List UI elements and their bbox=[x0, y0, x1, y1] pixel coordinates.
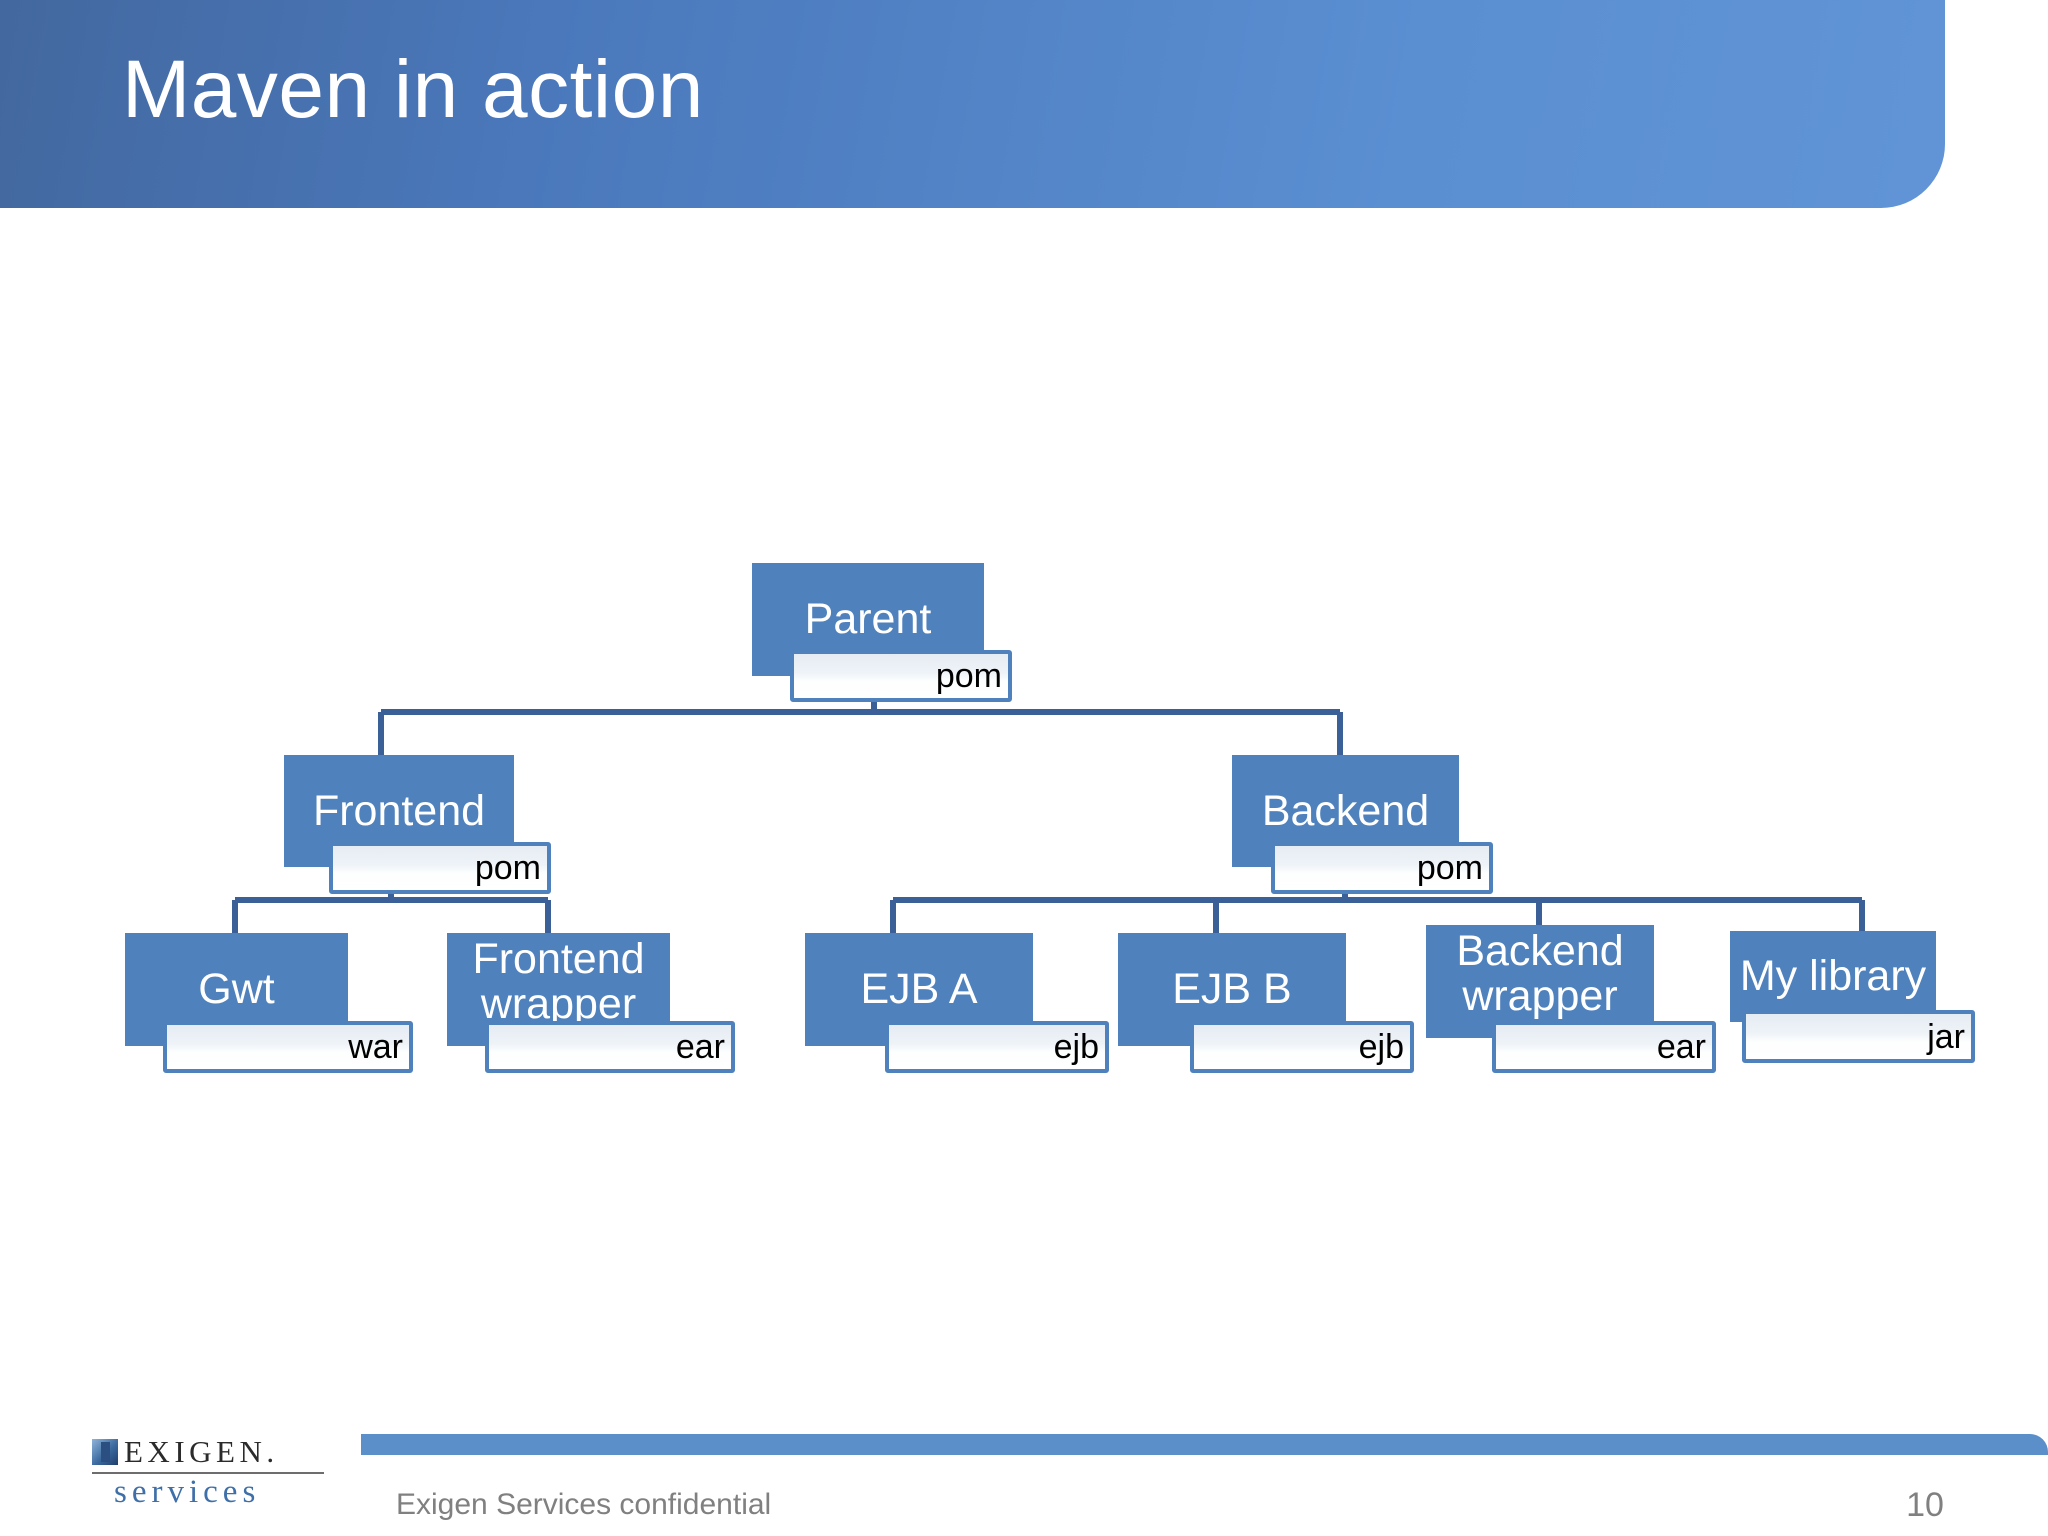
logo-divider bbox=[92, 1472, 324, 1474]
node-frontend-box: Frontend bbox=[284, 755, 514, 867]
node-my-library-packaging-label: jar bbox=[1927, 1017, 1965, 1056]
node-backend-packaging-label: pom bbox=[1416, 849, 1483, 887]
node-backend-label: Backend bbox=[1261, 786, 1430, 835]
node-my-library-box: My library bbox=[1730, 931, 1936, 1022]
logo-top-row: EXIGEN. bbox=[92, 1434, 279, 1470]
node-frontend-wrapper-packaging-label: ear bbox=[675, 1028, 725, 1066]
node-backend-wrapper-label: Backend wrapper bbox=[1456, 927, 1624, 1020]
page-title: Maven in action bbox=[122, 44, 704, 135]
footer-accent-bar bbox=[361, 1434, 2048, 1455]
node-ejb-b-label: EJB B bbox=[1172, 965, 1292, 1014]
node-gwt-packaging-box: war bbox=[163, 1021, 413, 1073]
node-ejb-a-label: EJB A bbox=[860, 965, 978, 1014]
node-parent-packaging-label: pom bbox=[935, 657, 1002, 695]
logo-word-services: services bbox=[114, 1474, 261, 1510]
logo-word-exigen: EXIGEN. bbox=[124, 1434, 279, 1469]
node-my-library-label: My library bbox=[1739, 952, 1927, 1001]
node-my-library-packaging-box: jar bbox=[1742, 1010, 1975, 1063]
node-parent-packaging-box: pom bbox=[790, 650, 1012, 702]
node-frontend-label: Frontend bbox=[312, 786, 486, 835]
page-number: 10 bbox=[1906, 1486, 1944, 1524]
node-ejb-a-packaging-label: ejb bbox=[1053, 1028, 1099, 1066]
node-ejb-a-packaging-box: ejb bbox=[885, 1021, 1109, 1073]
node-backend-wrapper-packaging-box: ear bbox=[1492, 1021, 1716, 1073]
node-ejb-b-packaging-label: ejb bbox=[1358, 1028, 1404, 1066]
node-gwt-label: Gwt bbox=[198, 965, 275, 1014]
exigen-services-logo: EXIGEN. services bbox=[92, 1434, 324, 1510]
node-frontend-wrapper-packaging-box: ear bbox=[485, 1021, 735, 1073]
node-frontend-packaging-box: pom bbox=[329, 842, 551, 894]
slide-header-band bbox=[0, 0, 1945, 208]
node-frontend-packaging-label: pom bbox=[474, 849, 541, 887]
exigen-mark-icon bbox=[92, 1439, 118, 1465]
node-gwt-packaging-label: war bbox=[348, 1028, 403, 1066]
confidentiality-note: Exigen Services confidential bbox=[396, 1488, 772, 1521]
node-backend-packaging-box: pom bbox=[1271, 842, 1493, 894]
node-backend-wrapper-packaging-label: ear bbox=[1656, 1028, 1706, 1066]
node-frontend-wrapper-label: Frontend wrapper bbox=[472, 935, 645, 1028]
node-parent-label: Parent bbox=[804, 595, 932, 644]
node-ejb-b-packaging-box: ejb bbox=[1190, 1021, 1414, 1073]
node-backend-wrapper-box: Backend wrapper bbox=[1426, 925, 1654, 1038]
